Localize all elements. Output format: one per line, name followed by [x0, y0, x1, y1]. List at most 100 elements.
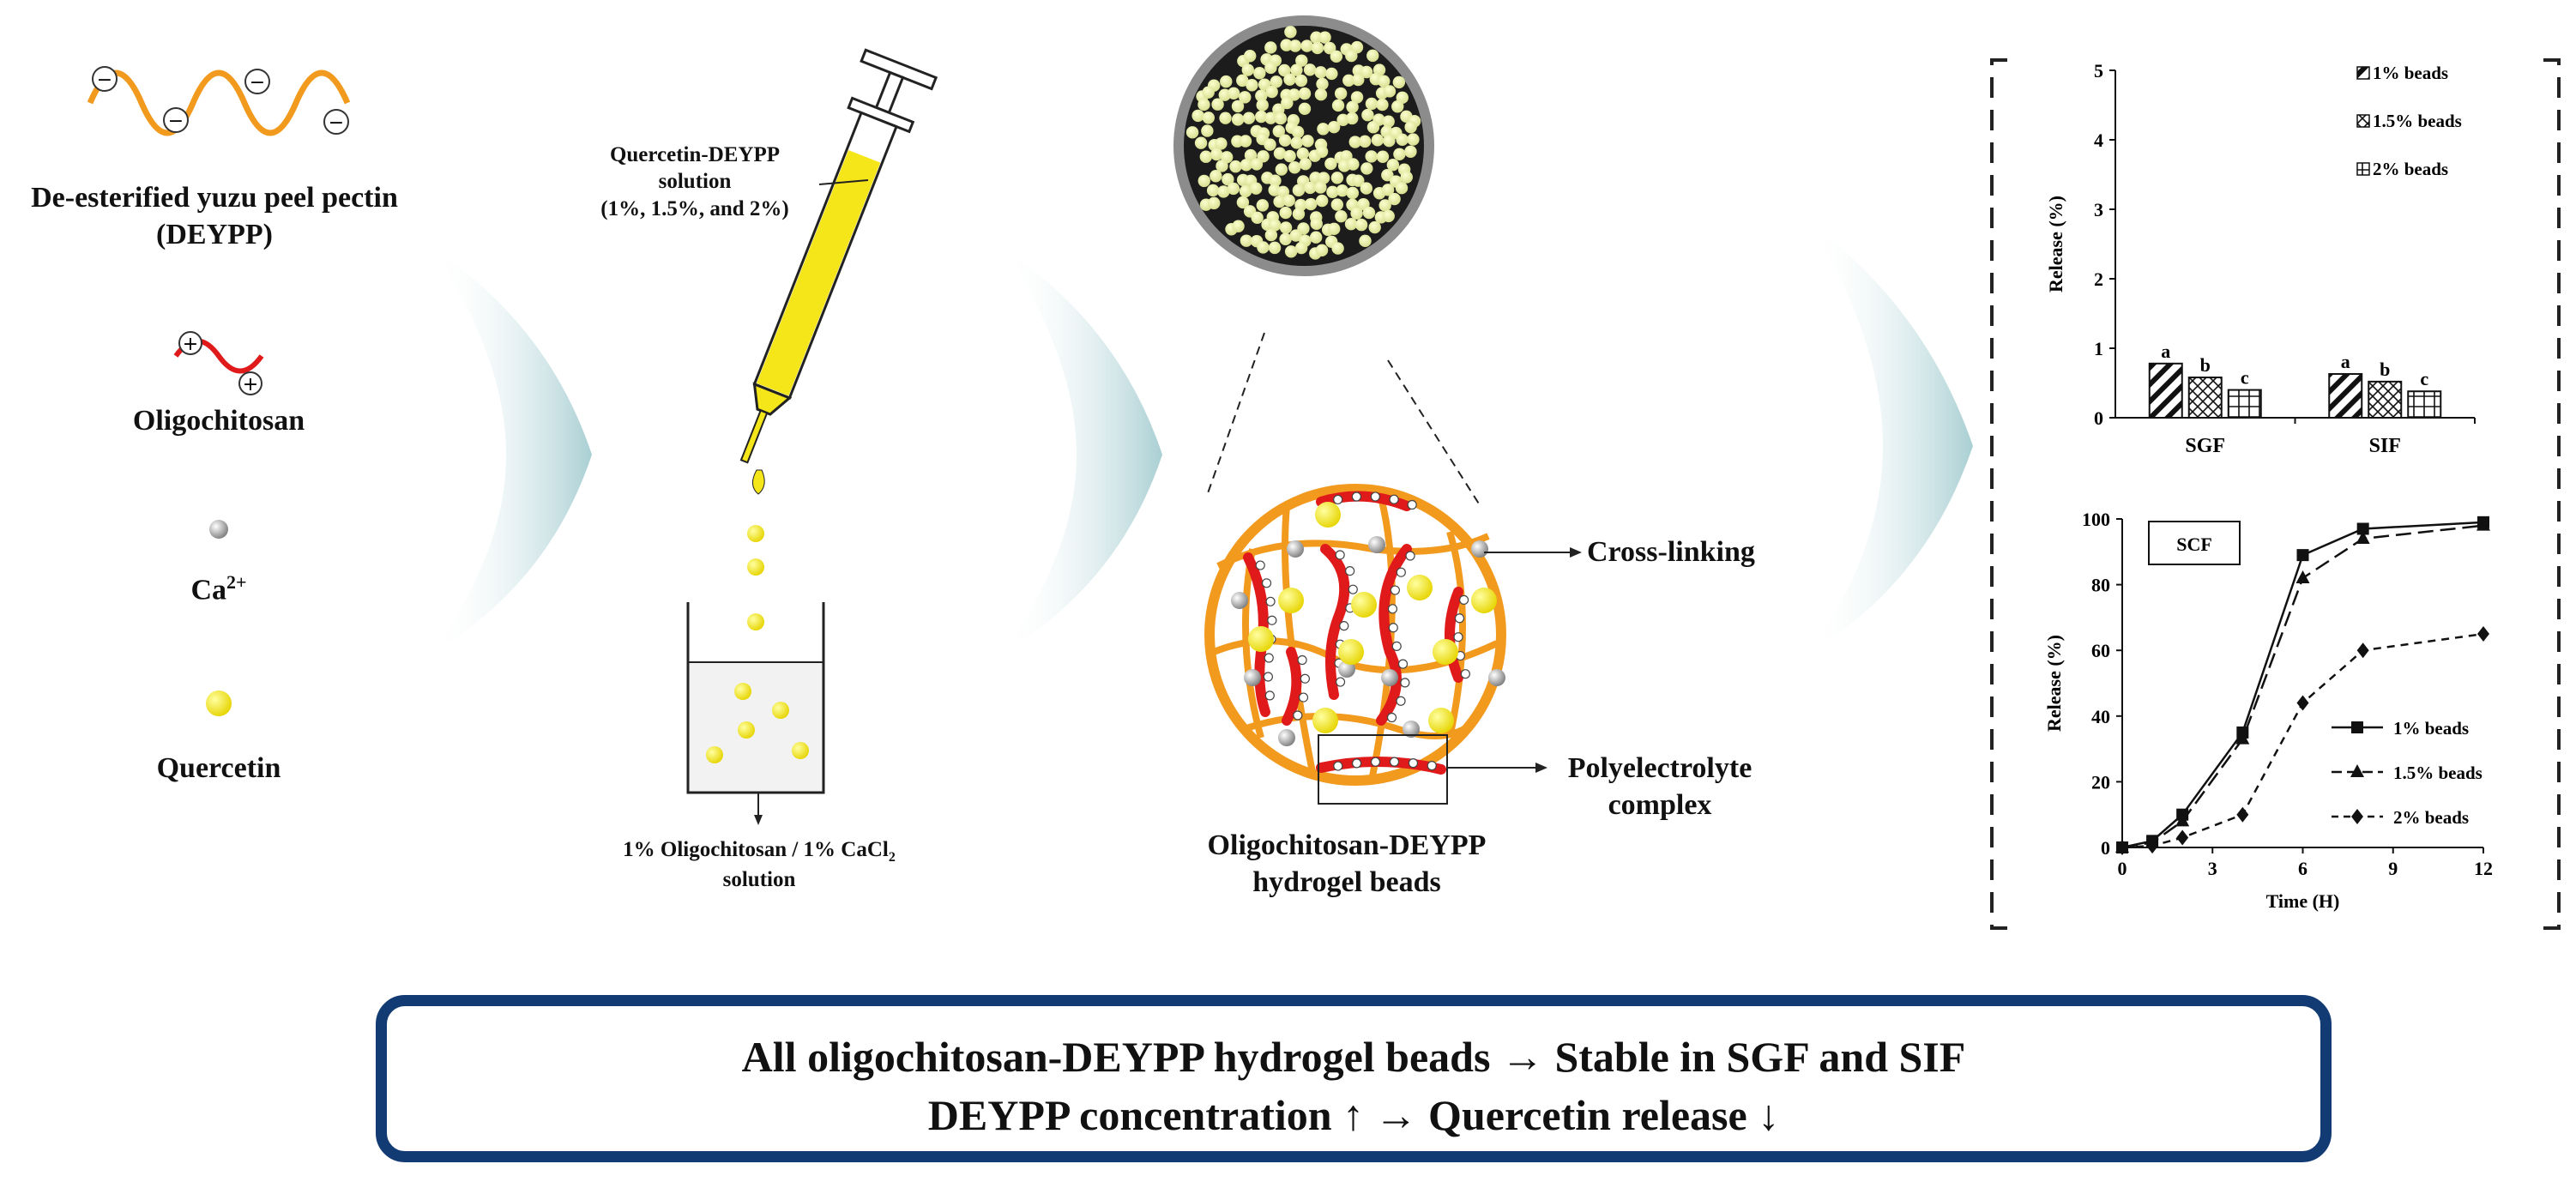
- bead-dot: [1350, 207, 1363, 220]
- bead-dot: [1393, 148, 1406, 160]
- line-point: [2296, 695, 2309, 711]
- bead-dot: [1292, 208, 1306, 220]
- bead-dot: [1279, 221, 1293, 234]
- calcium-text: Ca: [190, 574, 226, 606]
- bead-dot: [1347, 158, 1360, 171]
- bead-dot: [1279, 232, 1292, 245]
- bead-dot: [1325, 67, 1338, 81]
- bead-dot: [1199, 150, 1213, 163]
- bead-dot: [1278, 63, 1291, 77]
- bar-y-tick-label: 1: [2094, 338, 2103, 359]
- charge-marker: [1345, 566, 1355, 576]
- charge-marker: [1265, 596, 1276, 606]
- bead-dot: [1288, 88, 1300, 101]
- bead-dot: [1279, 206, 1292, 220]
- charge-marker: [1264, 691, 1275, 701]
- polyelectrolyte-line-2: complex: [1608, 788, 1712, 821]
- bead-dot: [1298, 102, 1312, 115]
- polyelectrolyte-line-1: Polyelectrolyte: [1567, 752, 1753, 784]
- bead-dot: [1335, 209, 1348, 223]
- charge-marker: [1300, 673, 1310, 684]
- calcium-ion: [1368, 536, 1385, 553]
- bar-y-tick-label: 2: [2094, 268, 2103, 290]
- bar-y-tick-label: 0: [2094, 407, 2103, 429]
- line-point: [2356, 530, 2370, 544]
- bead-dot: [1352, 73, 1365, 87]
- quercetin-particle: [1315, 502, 1341, 528]
- quercetin-particle: [1471, 588, 1497, 613]
- calcium-ion: [1244, 669, 1261, 686]
- bead-dot: [1404, 120, 1417, 134]
- charge-marker: [1267, 615, 1277, 625]
- bead-dot: [1280, 39, 1293, 51]
- bead-dot: [1268, 241, 1282, 255]
- charge-marker: [1293, 710, 1303, 721]
- chitosan-chain: [1445, 587, 1463, 683]
- bead-dot: [1301, 135, 1314, 148]
- bead-dot: [1191, 109, 1204, 123]
- hydrogel-bead-schematic: [1204, 484, 1506, 805]
- bead-dot: [1210, 170, 1222, 183]
- bead-dot: [1270, 75, 1282, 88]
- charge-marker: [1396, 567, 1406, 577]
- line-annotation-box: [2148, 521, 2241, 565]
- svg-text:−: −: [97, 69, 112, 91]
- bead-dot: [1315, 244, 1329, 257]
- bead-dot: [1246, 79, 1258, 92]
- bead-dot: [1323, 41, 1336, 55]
- bead-dot: [1382, 115, 1395, 128]
- bead-dot: [1251, 211, 1264, 225]
- syringe-label-leader: [818, 179, 869, 185]
- bead-dot: [1222, 172, 1234, 186]
- bead-dot: [1392, 75, 1406, 89]
- bead-dot: [1311, 41, 1324, 55]
- summary-line-2: DEYPP concentration ↑ → Quercetin releas…: [927, 1091, 1780, 1139]
- bead-dot: [1215, 137, 1228, 150]
- charge-marker: [1407, 499, 1417, 510]
- calcium-superscript: 2+: [226, 571, 247, 593]
- beaker-solution-label: 1% Oligochitosan / 1% CaCl2 solution: [558, 836, 961, 893]
- charge-marker: [1261, 578, 1272, 588]
- chitosan-chain: [1282, 647, 1302, 726]
- charge-marker: [1405, 551, 1415, 561]
- line-legend-label: 2% beads: [2393, 807, 2469, 828]
- line-x-axis-label: Time (H): [2266, 890, 2340, 912]
- bead-dot: [1331, 242, 1344, 255]
- summary-line-1: All oligochitosan-DEYPP hydrogel beads →…: [741, 1033, 1966, 1081]
- bead-dot: [1382, 209, 1395, 223]
- line-point: [2235, 731, 2250, 745]
- bar-significance-letter: c: [2241, 367, 2249, 389]
- bead-dot: [1232, 220, 1245, 232]
- bar: [2148, 362, 2183, 419]
- bead-dot: [1346, 112, 1359, 125]
- svg-text:−: −: [329, 112, 344, 134]
- chitosan-chain: [1376, 544, 1412, 726]
- bead-dot: [1324, 157, 1337, 171]
- charge-marker: [1453, 632, 1463, 642]
- oligochitosan-label: Oligochitosan: [132, 405, 305, 437]
- bead-dot: [1376, 150, 1390, 163]
- bead-dot: [1275, 163, 1288, 176]
- line-point: [2176, 829, 2189, 846]
- charge-marker: [1454, 613, 1465, 624]
- bead-dot: [1376, 98, 1389, 112]
- calcium-ion: [1488, 669, 1505, 686]
- charge-marker: [1408, 758, 1419, 769]
- bead-dot: [1383, 135, 1396, 148]
- bar-y-tick-label: 5: [2094, 60, 2103, 81]
- bead-dot: [1359, 234, 1372, 248]
- bead-dot: [1327, 120, 1341, 134]
- beaker-label-line-1: 1% Oligochitosan / 1% CaCl2: [558, 836, 961, 866]
- bar-significance-letter: a: [2341, 351, 2350, 372]
- bead-dot: [1309, 231, 1323, 244]
- bead-dot: [1348, 136, 1361, 148]
- bead-dot: [1264, 41, 1277, 54]
- line-point: [2296, 549, 2309, 562]
- petri-dish-icon: [1173, 15, 1434, 276]
- charge-marker: [1263, 672, 1273, 682]
- chitosan-chain: [1320, 544, 1350, 700]
- hydrogel-caption-line-1: Oligochitosan-DEYPP: [1207, 829, 1487, 861]
- beaker-label-subscript: 2: [888, 850, 896, 865]
- zoom-line-left: [1207, 332, 1265, 494]
- bead-dot: [1314, 66, 1327, 79]
